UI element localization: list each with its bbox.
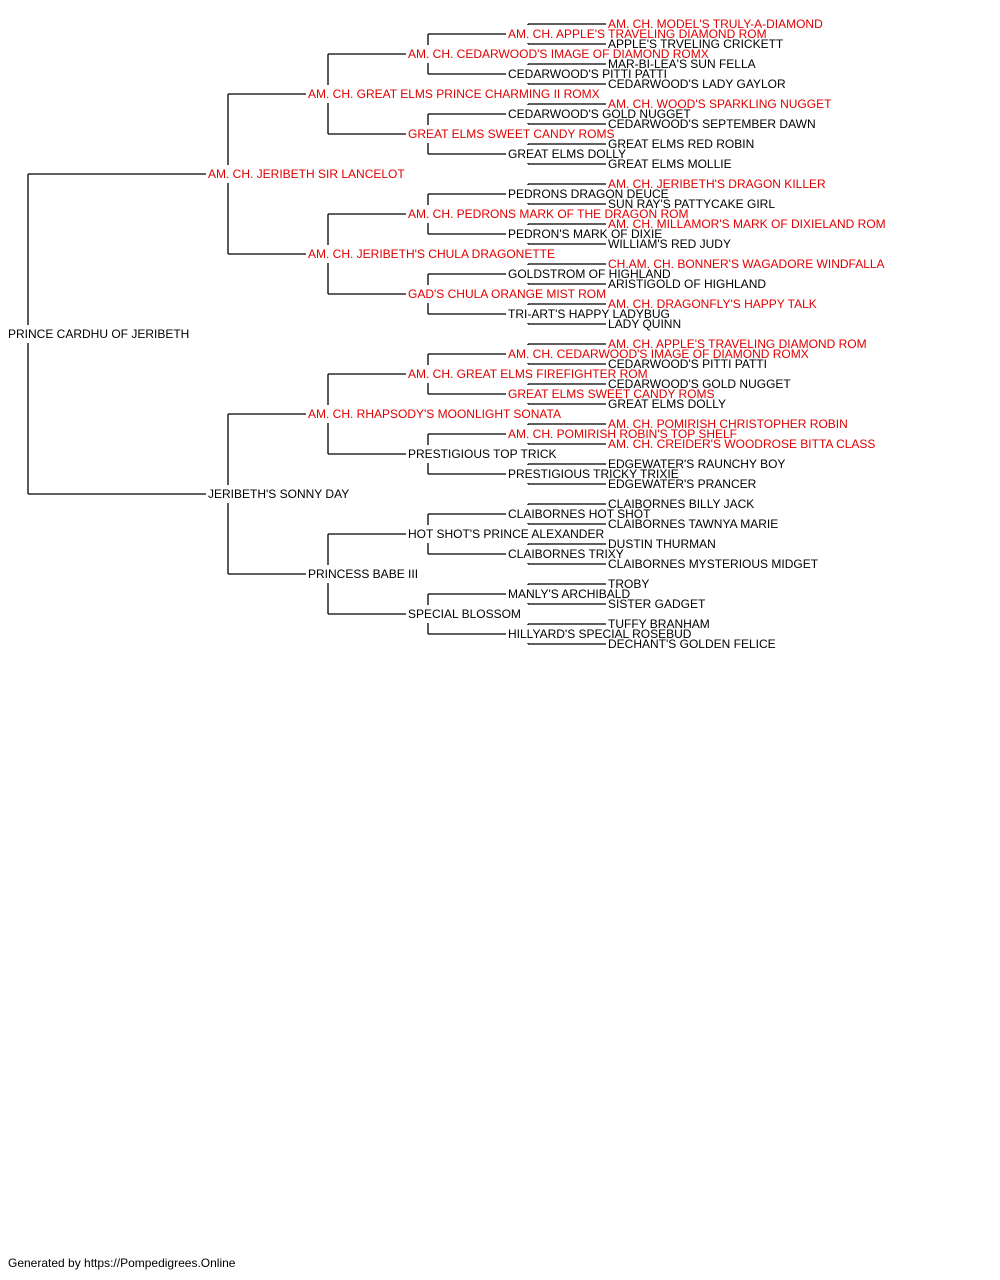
dam-name: JERIBETH'S SONNY DAY: [208, 487, 349, 501]
sire-name: AM. CH. RHAPSODY'S MOONLIGHT SONATA: [308, 407, 561, 421]
sire-name: AM. CH. APPLE'S TRAVELING DIAMOND ROM: [608, 337, 867, 351]
sire-name: AM. CH. APPLE'S TRAVELING DIAMOND ROM: [508, 27, 767, 41]
dam-name: SISTER GADGET: [608, 597, 706, 611]
sire-name: AM. CH. MODEL'S TRULY-A-DIAMOND: [608, 17, 823, 31]
dam-name: CEDARWOOD'S SEPTEMBER DAWN: [608, 117, 816, 131]
sire-name: CEDARWOOD'S GOLD NUGGET: [608, 377, 791, 391]
dam-name: PRINCESS BABE III: [308, 567, 418, 581]
dam-name: CLAIBORNES TAWNYA MARIE: [608, 517, 778, 531]
sire-name: AM. CH. GREAT ELMS FIREFIGHTER ROM: [408, 367, 648, 381]
sire-name: AM. CH. CEDARWOOD'S IMAGE OF DIAMOND ROM…: [408, 47, 709, 61]
sire-name: AM. CH. DRAGONFLY'S HAPPY TALK: [608, 297, 817, 311]
dam-name: AM. CH. JERIBETH'S CHULA DRAGONETTE: [308, 247, 555, 261]
sire-name: EDGEWATER'S RAUNCHY BOY: [608, 457, 785, 471]
sire-name: AM. CH. MILLAMOR'S MARK OF DIXIELAND ROM: [608, 217, 886, 231]
dam-name: GREAT ELMS MOLLIE: [608, 157, 732, 171]
dam-name: PRESTIGIOUS TRICKY TRIXIE: [508, 467, 679, 481]
sire-name: AM. CH. JERIBETH SIR LANCELOT: [208, 167, 405, 181]
dam-name: PEDRON'S MARK OF DIXIE: [508, 227, 662, 241]
dam-name: LADY QUINN: [608, 317, 681, 331]
sire-name: GOLDSTROM OF HIGHLAND: [508, 267, 671, 281]
sire-name: GREAT ELMS RED ROBIN: [608, 137, 754, 151]
sire-name: CEDARWOOD'S GOLD NUGGET: [508, 107, 691, 121]
dam-name: CLAIBORNES MYSTERIOUS MIDGET: [608, 557, 819, 571]
dam-name: EDGEWATER'S PRANCER: [608, 477, 757, 491]
dam-name: HILLYARD'S SPECIAL ROSEBUD: [508, 627, 692, 641]
dam-name: CLAIBORNES TRIXY: [508, 547, 624, 561]
sire-name: TUFFY BRANHAM: [608, 617, 710, 631]
dam-name: SPECIAL BLOSSOM: [408, 607, 521, 621]
dam-name: CEDARWOOD'S PITTI PATTI: [508, 67, 667, 81]
sire-name: MANLY'S ARCHIBALD: [508, 587, 630, 601]
dam-name: TRI-ART'S HAPPY LADYBUG: [508, 307, 670, 321]
sire-name: AM. CH. POMIRISH CHRISTOPHER ROBIN: [608, 417, 848, 431]
dam-name: PRESTIGIOUS TOP TRICK: [408, 447, 556, 461]
dam-name: CEDARWOOD'S PITTI PATTI: [608, 357, 767, 371]
dam-name: SUN RAY'S PATTYCAKE GIRL: [608, 197, 775, 211]
sire-name: CLAIBORNES BILLY JACK: [608, 497, 754, 511]
sire-name: CH.AM. CH. BONNER'S WAGADORE WINDFALLA: [608, 257, 885, 271]
sire-name: AM. CH. PEDRONS MARK OF THE DRAGON ROM: [408, 207, 688, 221]
dam-name: ARISTIGOLD OF HIGHLAND: [608, 277, 766, 291]
sire-name: DUSTIN THURMAN: [608, 537, 716, 551]
dam-name: GREAT ELMS SWEET CANDY ROMS: [508, 387, 714, 401]
dam-name: DECHANT'S GOLDEN FELICE: [608, 637, 776, 651]
sire-name: HOT SHOT'S PRINCE ALEXANDER: [408, 527, 604, 541]
sire-name: CLAIBORNES HOT SHOT: [508, 507, 651, 521]
dam-name: AM. CH. CREIDER'S WOODROSE BITTA CLASS: [608, 437, 875, 451]
dam-name: GREAT ELMS SWEET CANDY ROMS: [408, 127, 614, 141]
dam-name: GREAT ELMS DOLLY: [608, 397, 726, 411]
dam-name: GAD'S CHULA ORANGE MIST ROM: [408, 287, 606, 301]
dam-name: APPLE'S TRVELING CRICKETT: [608, 37, 784, 51]
sire-name: PEDRONS DRAGON DEUCE: [508, 187, 669, 201]
sire-name: AM. CH. CEDARWOOD'S IMAGE OF DIAMOND ROM…: [508, 347, 809, 361]
sire-name: MAR-BI-LEA'S SUN FELLA: [608, 57, 756, 71]
dam-name: WILLIAM'S RED JUDY: [608, 237, 731, 251]
footer-credit: Generated by https://Pompedigrees.Online: [8, 1256, 236, 1270]
subject-name: PRINCE CARDHU OF JERIBETH: [8, 327, 189, 341]
dam-name: GREAT ELMS DOLLY: [508, 147, 626, 161]
sire-name: AM. CH. JERIBETH'S DRAGON KILLER: [608, 177, 826, 191]
sire-name: AM. CH. POMIRISH ROBIN'S TOP SHELF: [508, 427, 737, 441]
sire-name: AM. CH. WOOD'S SPARKLING NUGGET: [608, 97, 832, 111]
sire-name: AM. CH. GREAT ELMS PRINCE CHARMING II RO…: [308, 87, 600, 101]
dam-name: CEDARWOOD'S LADY GAYLOR: [608, 77, 786, 91]
sire-name: TROBY: [608, 577, 649, 591]
